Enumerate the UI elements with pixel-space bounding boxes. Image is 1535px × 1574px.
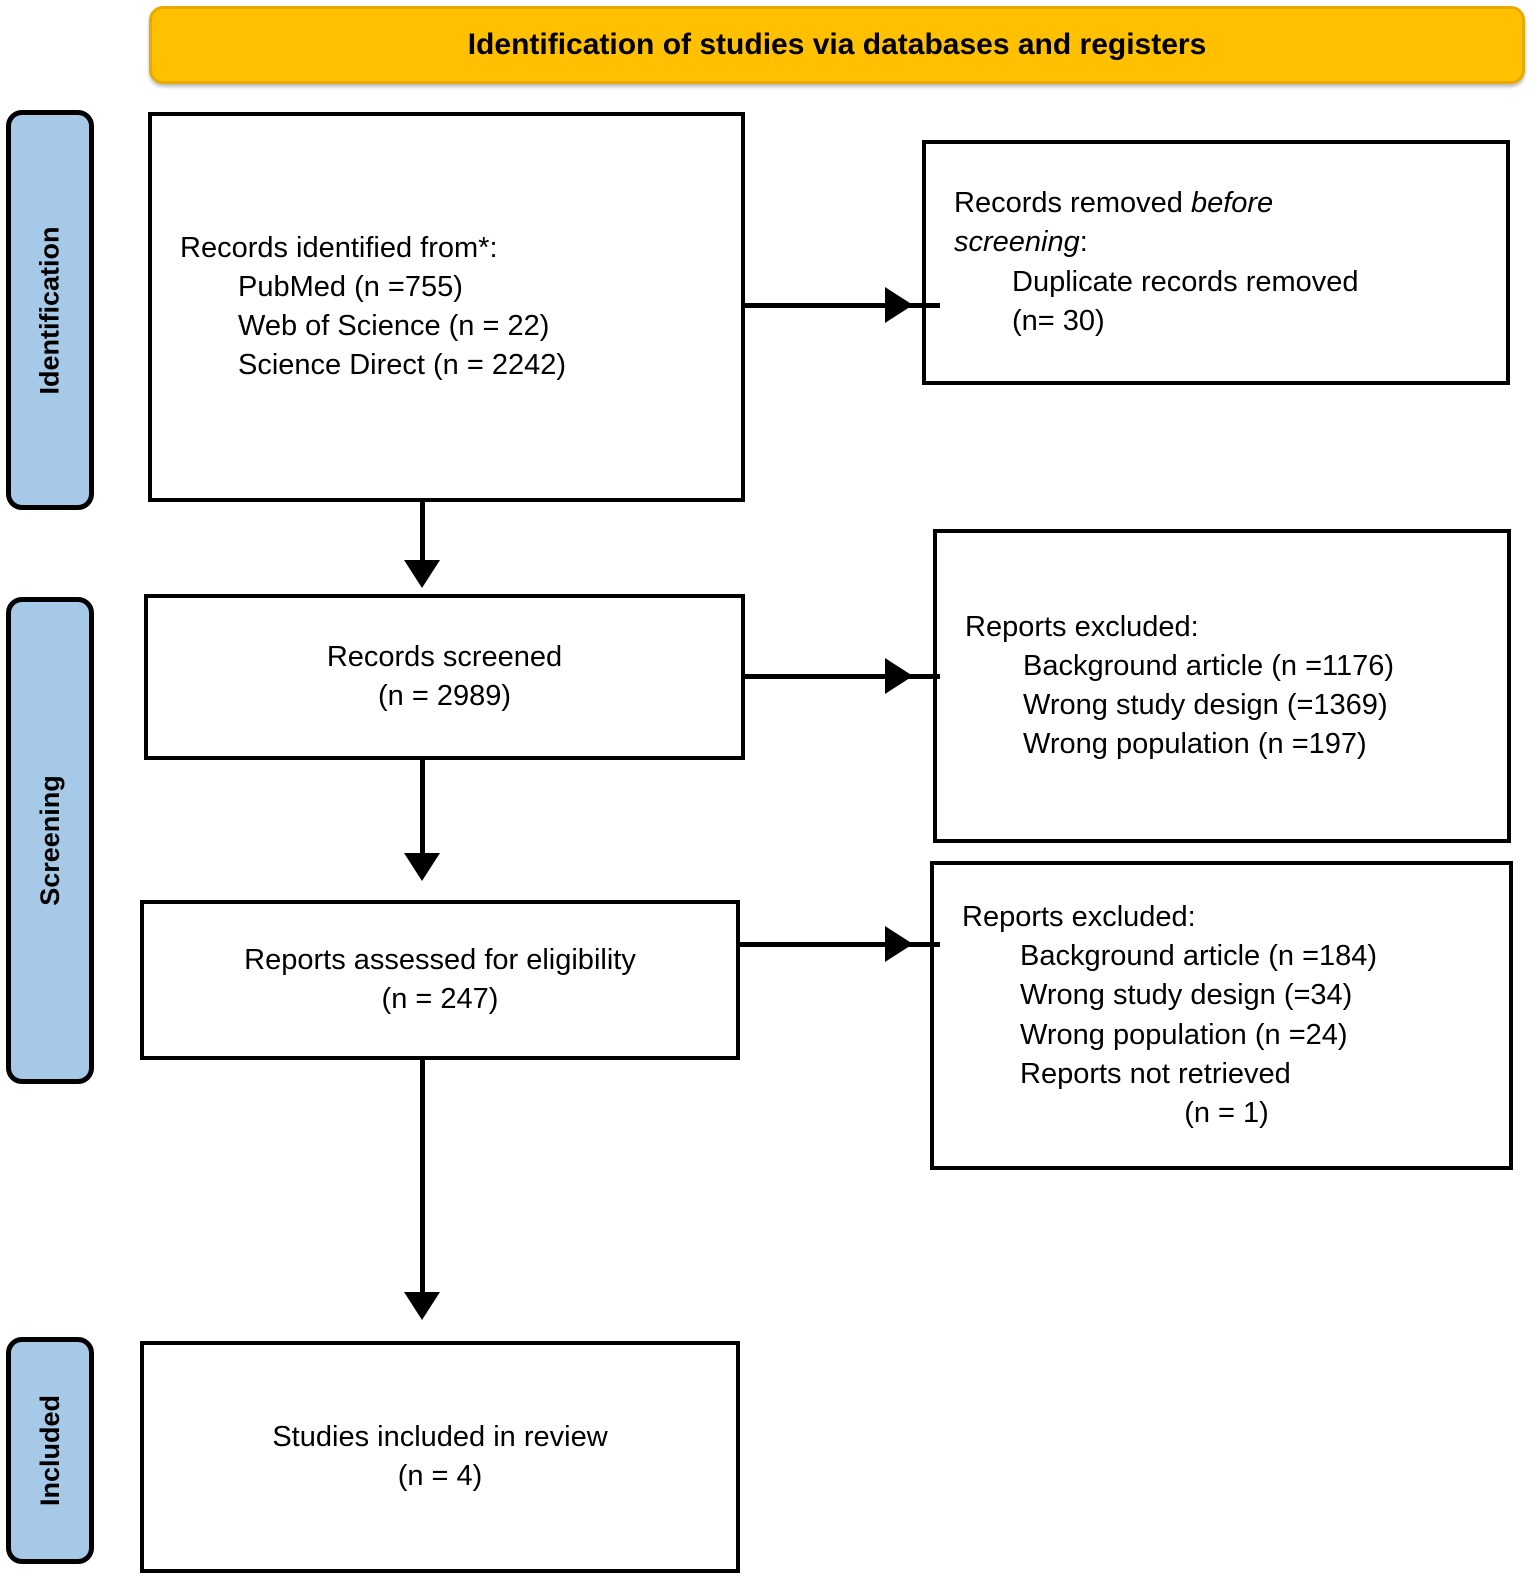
connector-identified-to-screened-line bbox=[420, 502, 425, 564]
reports-excluded-eligibility-not-retrieved: Reports not retrieved bbox=[1020, 1057, 1291, 1090]
box-records-removed-before-screening: Records removed before screening: Duplic… bbox=[922, 140, 1510, 385]
box-reports-excluded-eligibility-text: Reports excluded: Background article (n … bbox=[934, 898, 1509, 1133]
reports-excluded-screening-background-article: Background article (n =1176) bbox=[1023, 649, 1395, 682]
box-reports-excluded-eligibility: Reports excluded: Background article (n … bbox=[930, 861, 1513, 1170]
box-reports-assessed-for-eligibility: Reports assessed for eligibility (n = 24… bbox=[140, 900, 740, 1060]
eligibility-count: (n = 247) bbox=[381, 983, 499, 1015]
arrow-down-icon-eligibility-to-included bbox=[404, 1292, 440, 1320]
connector-identified-to-removed-line bbox=[745, 303, 940, 308]
records-removed-heading-italic-screening: screening bbox=[954, 226, 1080, 259]
box-studies-included-in-review: Studies included in review (n = 4) bbox=[140, 1341, 740, 1573]
records-removed-heading: Records removed before bbox=[954, 184, 1488, 223]
box-records-screened-text: Records screened (n = 2989) bbox=[148, 638, 741, 716]
records-screened-label: Records screened bbox=[326, 640, 563, 673]
records-removed-heading-suffix: : bbox=[1079, 226, 1088, 259]
records-identified-source-pubmed: PubMed (n =755) bbox=[238, 270, 463, 303]
arrow-right-icon-identified-to-removed bbox=[885, 287, 913, 323]
arrow-down-icon-screened-to-eligibility bbox=[404, 853, 440, 881]
stage-label-identification: Identification bbox=[6, 110, 94, 510]
diagram-title: Identification of studies via databases … bbox=[467, 28, 1207, 61]
records-removed-heading-prefix: Records removed bbox=[954, 187, 1191, 220]
reports-excluded-eligibility-heading: Reports excluded: bbox=[962, 901, 1196, 934]
duplicate-records-removed-label: Duplicate records removed bbox=[1012, 265, 1359, 298]
duplicate-records-removed-count: (n= 30) bbox=[1012, 304, 1105, 337]
arrow-right-icon-screened-to-excluded bbox=[885, 658, 913, 694]
records-screened-count: (n = 2989) bbox=[377, 680, 511, 712]
reports-excluded-eligibility-not-retrieved-count: (n = 1) bbox=[1184, 1096, 1269, 1129]
box-reports-excluded-screening-text: Reports excluded: Background article (n … bbox=[937, 608, 1507, 765]
connector-eligibility-to-included-line bbox=[420, 1060, 425, 1298]
box-included-review-text: Studies included in review (n = 4) bbox=[144, 1418, 736, 1496]
diagram-header-banner: Identification of studies via databases … bbox=[149, 6, 1525, 84]
stage-label-included-text: Included bbox=[34, 1394, 65, 1507]
studies-included-label: Studies included in review bbox=[272, 1420, 608, 1453]
stage-label-screening-text: Screening bbox=[34, 775, 65, 906]
connector-screened-to-excluded-line bbox=[745, 674, 940, 679]
connector-eligibility-to-excluded-line bbox=[740, 942, 940, 947]
box-records-screened: Records screened (n = 2989) bbox=[144, 594, 745, 760]
reports-excluded-eligibility-wrong-population: Wrong population (n =24) bbox=[1020, 1018, 1348, 1051]
records-removed-heading-line2: screening: bbox=[954, 223, 1488, 262]
stage-label-included: Included bbox=[6, 1337, 94, 1564]
box-records-removed-text: Records removed before screening: Duplic… bbox=[926, 184, 1506, 341]
studies-included-count: (n = 4) bbox=[397, 1460, 483, 1492]
records-removed-heading-italic-before: before bbox=[1190, 187, 1274, 220]
stage-label-identification-text: Identification bbox=[34, 226, 65, 394]
connector-screened-to-eligibility-line bbox=[420, 760, 425, 860]
box-eligibility-text: Reports assessed for eligibility (n = 24… bbox=[144, 941, 736, 1019]
box-records-identified-text: Records identified from*: PubMed (n =755… bbox=[152, 229, 741, 386]
box-reports-excluded-screening: Reports excluded: Background article (n … bbox=[933, 529, 1511, 843]
records-identified-source-science-direct: Science Direct (n = 2242) bbox=[238, 349, 567, 382]
reports-excluded-screening-wrong-study-design: Wrong study design (=1369) bbox=[1023, 689, 1388, 721]
records-identified-source-web-of-science: Web of Science (n = 22) bbox=[238, 310, 550, 342]
reports-excluded-eligibility-wrong-study-design: Wrong study design (=34) bbox=[1020, 979, 1353, 1012]
box-records-identified: Records identified from*: PubMed (n =755… bbox=[148, 112, 745, 502]
reports-excluded-screening-heading: Reports excluded: bbox=[965, 610, 1199, 643]
reports-excluded-eligibility-background-article: Background article (n =184) bbox=[1020, 940, 1378, 973]
records-identified-heading: Records identified from*: bbox=[180, 231, 498, 264]
reports-excluded-screening-wrong-population: Wrong population (n =197) bbox=[1023, 728, 1367, 761]
eligibility-label: Reports assessed for eligibility bbox=[244, 943, 636, 976]
arrow-right-icon-eligibility-to-excluded bbox=[885, 926, 913, 962]
stage-label-screening: Screening bbox=[6, 597, 94, 1084]
arrow-down-icon-identified-to-screened bbox=[404, 560, 440, 588]
